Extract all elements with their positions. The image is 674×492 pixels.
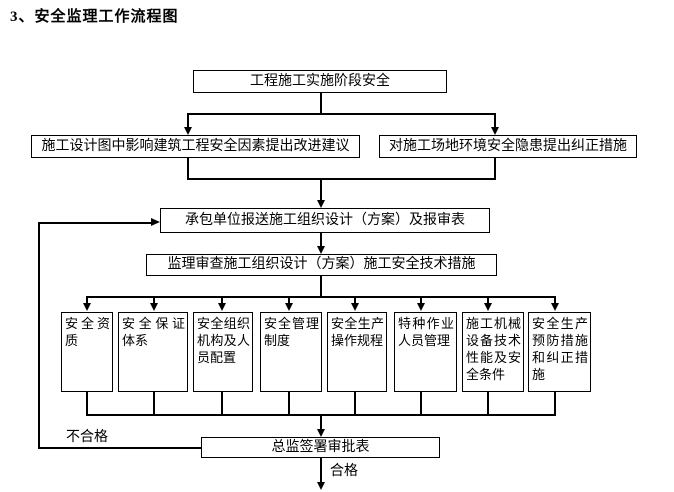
distribution-line (86, 296, 556, 298)
connector-line (320, 414, 322, 430)
connector-line (494, 113, 496, 128)
flow-node-check-3: 安全组织机构及人员配置 (193, 312, 253, 392)
branch-line (153, 296, 155, 304)
collector-stub (554, 392, 556, 416)
page-title: 3、安全监理工作流程图 (10, 9, 179, 25)
branch-line (288, 296, 290, 304)
arrow-down-icon (218, 303, 226, 311)
branch-line (354, 296, 356, 304)
feedback-line (38, 222, 40, 449)
flow-node-supervisor-review: 监理审查施工组织设计（方案）施工安全技术措施 (146, 254, 497, 276)
branch-line (554, 296, 556, 304)
arrow-down-icon (285, 303, 293, 311)
connector-line (187, 158, 189, 179)
fail-label: 不合格 (66, 430, 108, 445)
arrow-down-icon (551, 303, 559, 311)
collector-stub (420, 392, 422, 416)
arrow-right-icon (151, 218, 160, 226)
connector-line (494, 158, 496, 179)
arrow-down-icon (184, 127, 192, 135)
connector-line (320, 276, 322, 297)
flow-node-chief-approve: 总监签署审批表 (201, 437, 440, 458)
branch-line (86, 296, 88, 304)
branch-line (487, 296, 489, 304)
flow-node-check-1: 安全资质 (61, 312, 113, 392)
connector-line (320, 458, 322, 483)
connector-line (320, 93, 322, 113)
branch-line (420, 296, 422, 304)
connector-line (320, 178, 322, 200)
arrow-down-icon (317, 429, 325, 437)
feedback-line (38, 222, 152, 224)
collector-stub (153, 392, 155, 416)
connector-line (320, 233, 322, 247)
arrow-down-icon (491, 127, 499, 135)
branch-line (221, 296, 223, 304)
pass-label: 合格 (330, 464, 358, 479)
flow-node-check-6: 特种作业人员管理 (394, 312, 457, 392)
feedback-line (38, 447, 201, 449)
connector-line (187, 113, 496, 115)
collector-stub (288, 392, 290, 416)
connector-line (187, 178, 496, 180)
collector-stub (487, 392, 489, 416)
flow-node-check-8: 安全生产预防措施和纠正措施 (528, 312, 591, 392)
flow-node-design-suggestion: 施工设计图中影响建筑工程安全因素提出改进建议 (31, 135, 360, 158)
flow-node-check-4: 安全管理制度 (260, 312, 322, 392)
connector-line (187, 113, 189, 128)
arrow-down-icon (417, 303, 425, 311)
flow-node-check-2: 安全保证体系 (118, 312, 188, 392)
flow-node-check-7: 施工机械设备技术性能及安全条件 (462, 312, 524, 392)
arrow-down-icon (351, 303, 359, 311)
arrow-down-icon (317, 246, 325, 254)
flow-node-contractor-submit: 承包单位报送施工组织设计（方案）及报审表 (160, 208, 490, 233)
arrow-down-icon (317, 482, 325, 490)
flow-node-check-5: 安全生产操作规程 (327, 312, 387, 392)
flow-node-site-correction: 对施工场地环境安全隐患提出纠正措施 (379, 135, 637, 158)
collector-stub (86, 392, 88, 416)
arrow-down-icon (150, 303, 158, 311)
collector-stub (221, 392, 223, 416)
arrow-down-icon (83, 303, 91, 311)
arrow-down-icon (317, 200, 325, 208)
flow-node-stage: 工程施工实施阶段安全 (193, 70, 447, 93)
arrow-down-icon (484, 303, 492, 311)
collector-stub (354, 392, 356, 416)
